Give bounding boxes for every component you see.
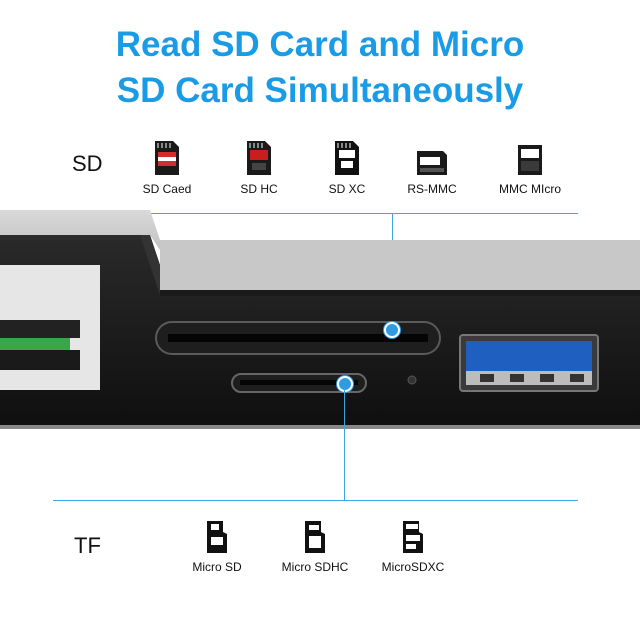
headline-line-2: SD Card Simultaneously: [116, 71, 524, 110]
micro-sdhc-card-item: Micro SDHC: [274, 520, 356, 574]
tf-callout-line: [53, 500, 578, 501]
sd-callout-line: [53, 213, 578, 214]
micro-sdxc-card-item: MicroSDXC: [374, 520, 452, 574]
sd-card-icon: [155, 141, 179, 175]
rs-mmc-card-icon: [417, 151, 447, 175]
micro-sd-card-icon: [207, 521, 227, 553]
mmc-micro-card-item: MMC MIcro: [494, 144, 566, 196]
micro-sdxc-card-icon: [403, 521, 423, 553]
sdhc-card-item: SD HC: [230, 140, 288, 196]
sdhc-card-label: SD HC: [240, 182, 278, 196]
headline: Read SD Card and Micro SD Card Simultane…: [0, 22, 640, 114]
sdxc-card-item: SD XC: [318, 140, 376, 196]
micro-sdhc-card-label: Micro SDHC: [281, 560, 349, 574]
sd-card-label: SD Caed: [142, 182, 192, 196]
sd-section-label: SD: [72, 151, 103, 176]
micro-sdxc-card-label: MicroSDXC: [381, 560, 445, 574]
micro-sd-card-label: Micro SD: [192, 560, 242, 574]
mmc-micro-card-icon: [518, 145, 542, 175]
micro-sd-card-item: Micro SD: [184, 520, 250, 574]
tf-section-label: TF: [74, 533, 101, 558]
micro-sdhc-card-icon: [305, 521, 325, 553]
sd-card-item: SD Caed: [136, 140, 198, 196]
rs-mmc-card-label: RS-MMC: [407, 182, 457, 196]
tf-callout-connector: [344, 388, 345, 501]
mmc-micro-card-label: MMC MIcro: [499, 182, 561, 196]
tf-slot-callout-dot: [337, 376, 353, 392]
sdxc-card-label: SD XC: [328, 182, 366, 196]
sd-slot-callout-dot: [384, 322, 400, 338]
rs-mmc-card-item: RS-MMC: [400, 150, 464, 196]
sdhc-card-icon: [247, 141, 271, 175]
sdxc-card-icon: [335, 141, 359, 175]
headline-line-1: Read SD Card and Micro: [115, 25, 525, 64]
card-reader-device: [0, 210, 640, 429]
